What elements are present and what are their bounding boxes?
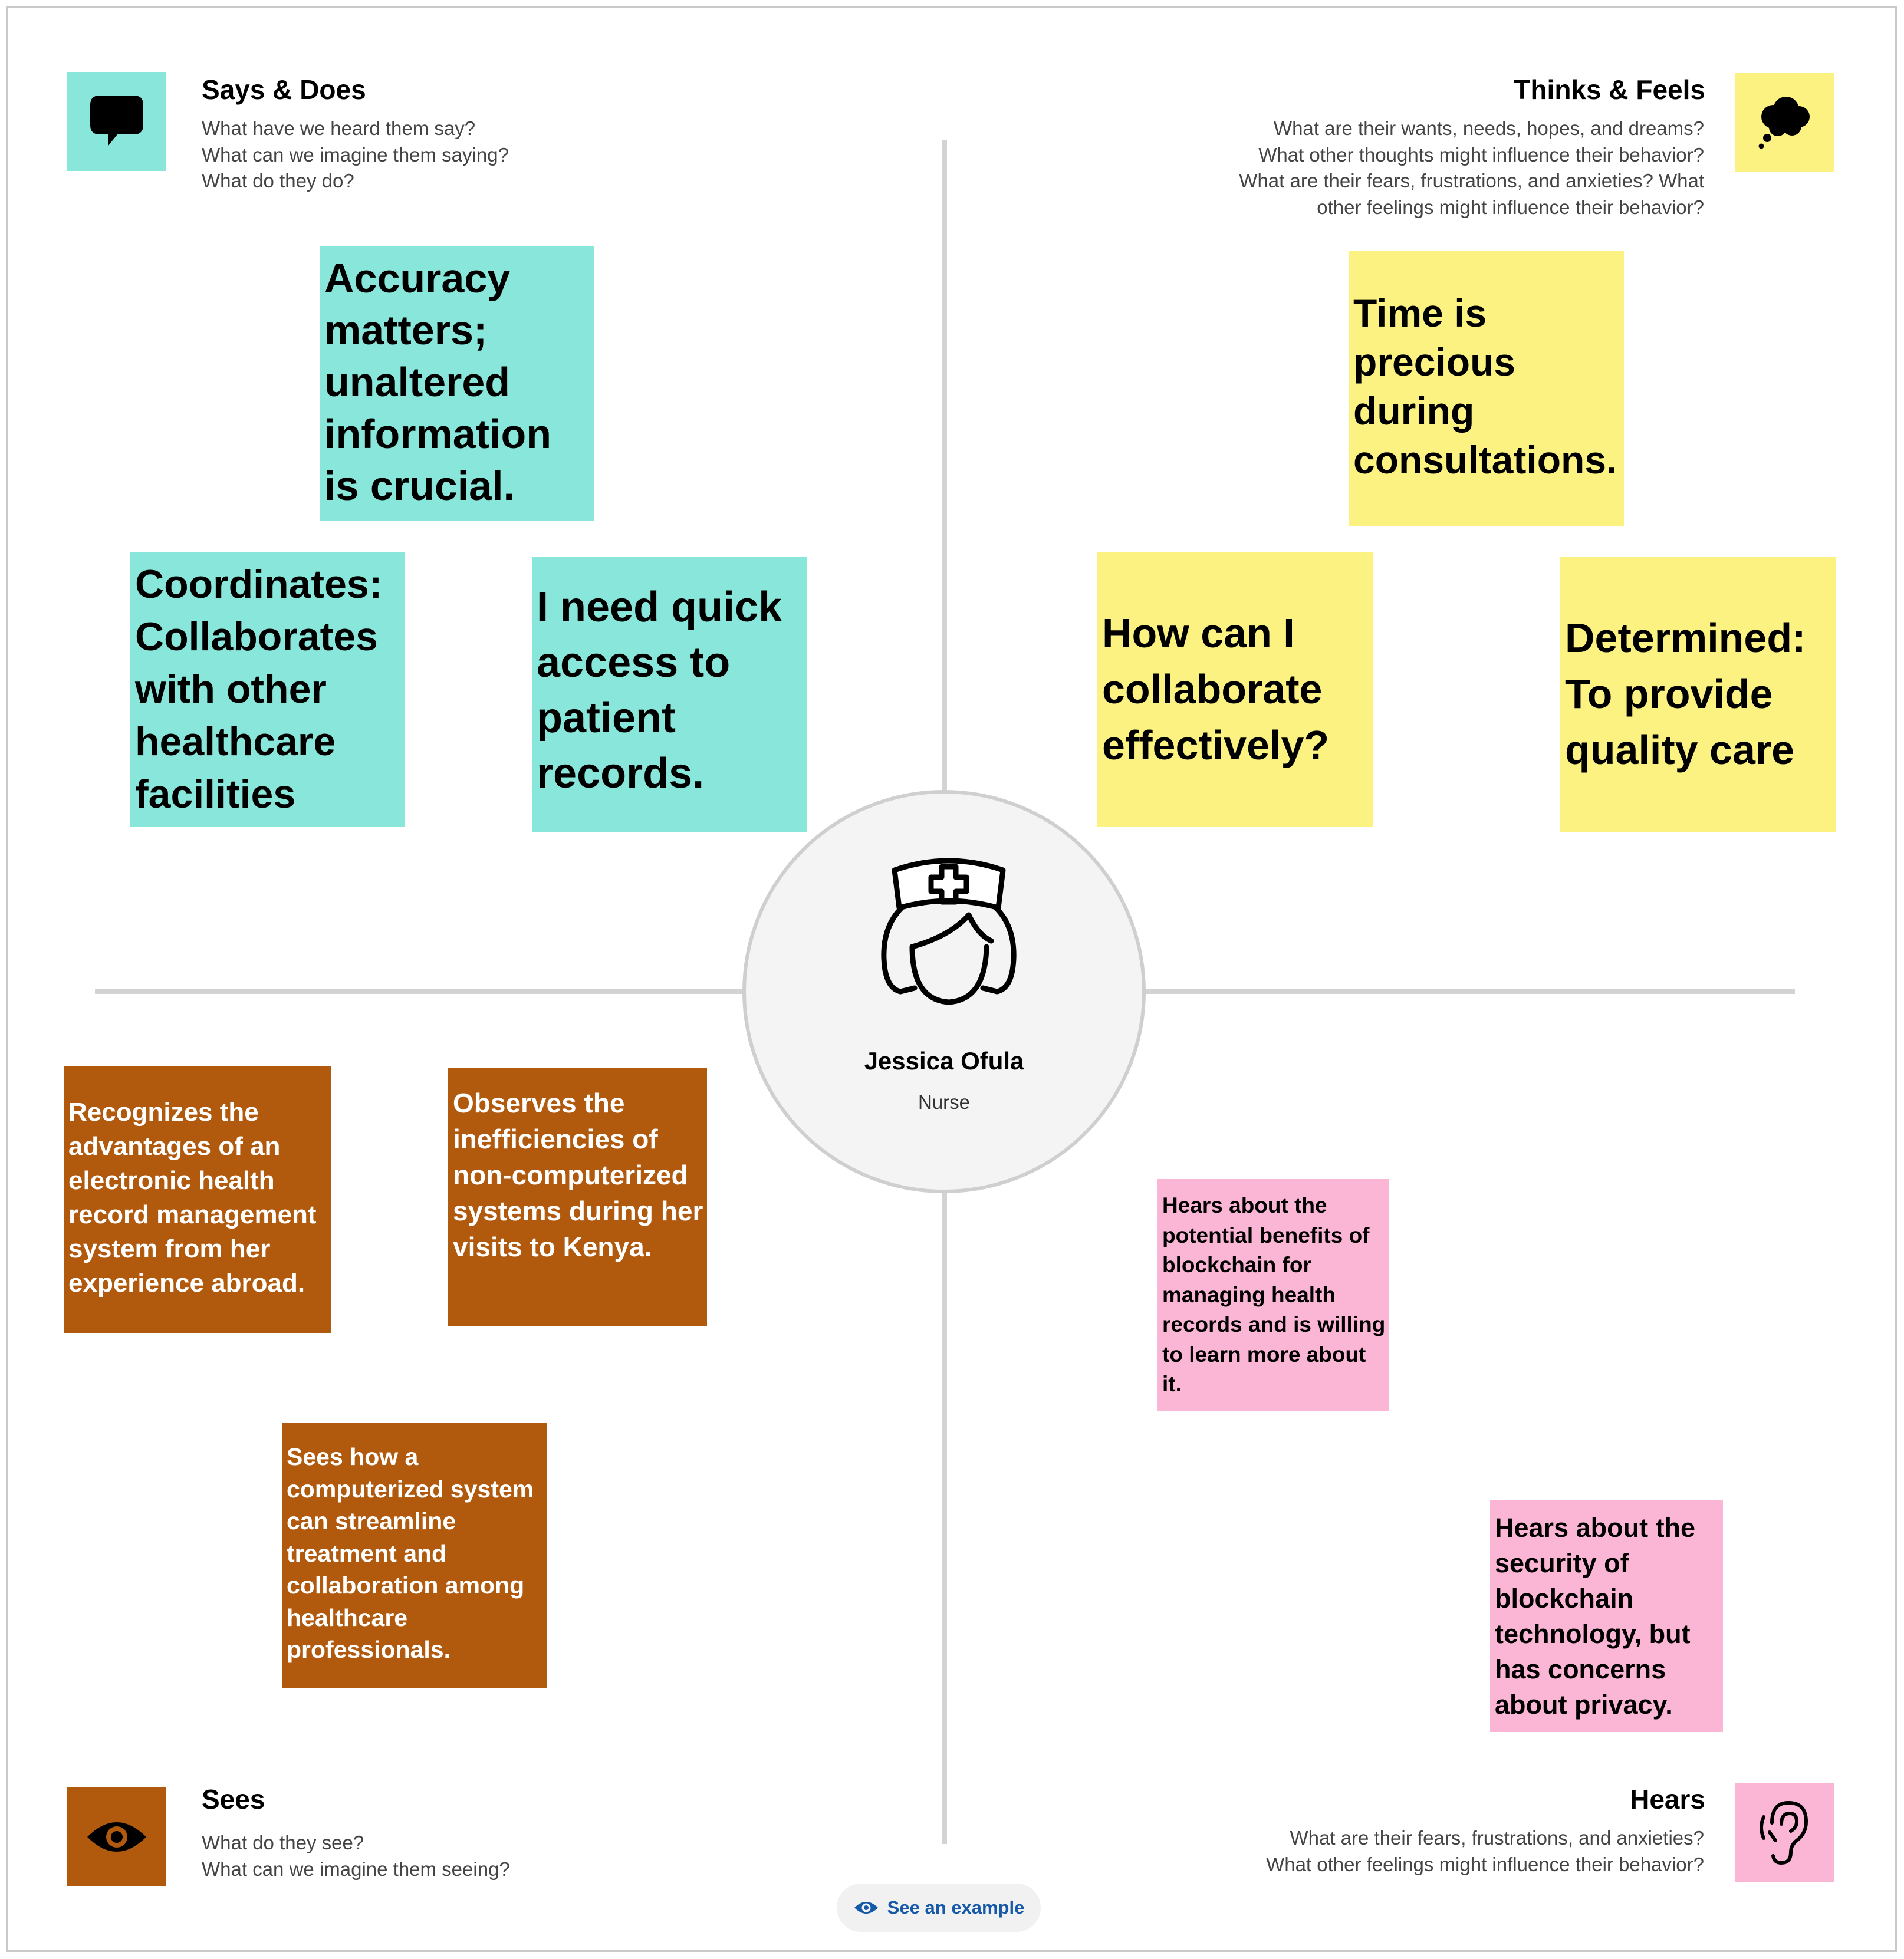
sticky-note[interactable]: Sees how a computerized system can strea… (282, 1423, 547, 1688)
thinks-feels-question: What other thoughts might influence thei… (1258, 143, 1704, 166)
says-does-question: What can we imagine them saying? (202, 143, 509, 166)
sticky-note[interactable]: Recognizes the advantages of an electron… (64, 1066, 331, 1333)
sticky-note[interactable]: Determined: To provide quality care (1560, 557, 1836, 832)
sticky-note[interactable]: Hears about the potential benefits of bl… (1157, 1179, 1389, 1411)
thinks-feels-questions: What are their wants, needs, hopes, and … (1239, 116, 1704, 220)
hears-question: What are their fears, frustrations, and … (1290, 1827, 1704, 1849)
nurse-icon (881, 858, 1017, 1005)
hears-icon-box (1735, 1783, 1834, 1882)
horizontal-divider-left (95, 989, 744, 994)
sees-questions: What do they see? What can we imagine th… (202, 1830, 510, 1882)
says-does-question: What do they do? (202, 170, 354, 192)
sees-title: Sees (202, 1784, 265, 1815)
eye-icon (87, 1822, 146, 1852)
ear-icon (1760, 1800, 1808, 1865)
horizontal-divider-right (1145, 989, 1795, 994)
thinks-feels-title: Thinks & Feels (1514, 74, 1705, 105)
canvas-frame (6, 6, 1897, 1952)
thinks-feels-question: other feelings might influence their beh… (1317, 196, 1704, 218)
eye-icon (854, 1902, 878, 1914)
says-does-question: What have we heard them say? (202, 117, 476, 139)
thinks-feels-question: What are their fears, frustrations, and … (1239, 170, 1704, 192)
vertical-divider-top (942, 140, 947, 791)
says-does-icon-box (67, 72, 166, 171)
thinks-feels-icon-box (1735, 73, 1834, 172)
sticky-note[interactable]: Time is precious during consultations. (1349, 251, 1624, 526)
persona-name: Jessica Ofula (864, 1047, 1024, 1075)
speech-bubble-icon (90, 96, 143, 146)
sticky-note[interactable]: Accuracy matters; unaltered information … (320, 246, 594, 521)
sticky-note[interactable]: How can I collaborate effectively? (1097, 552, 1373, 827)
sticky-note[interactable]: Observes the inefficiencies of non-compu… (448, 1068, 707, 1326)
says-does-title: Says & Does (202, 74, 366, 105)
vertical-divider-bottom (942, 1192, 947, 1844)
sticky-note[interactable]: Hears about the security of blockchain t… (1490, 1500, 1723, 1732)
see-example-label: See an example (887, 1897, 1025, 1918)
says-does-questions: What have we heard them say? What can we… (202, 116, 509, 195)
sees-icon-box (67, 1787, 166, 1886)
sticky-note[interactable]: I need quick access to patient records. (532, 557, 807, 832)
persona-role: Nurse (918, 1091, 971, 1113)
persona-card: Jessica Ofula Nurse (742, 790, 1146, 1193)
see-example-button[interactable]: See an example (837, 1884, 1041, 1932)
thought-cloud-icon (1758, 97, 1810, 149)
thinks-feels-question: What are their wants, needs, hopes, and … (1273, 117, 1704, 139)
hears-questions: What are their fears, frustrations, and … (1266, 1825, 1704, 1878)
sees-question: What can we imagine them seeing? (202, 1858, 510, 1880)
sticky-note[interactable]: Coordinates: Collaborates with other hea… (130, 552, 405, 827)
hears-question: What other feelings might influence thei… (1266, 1853, 1704, 1875)
hears-title: Hears (1630, 1784, 1705, 1815)
sees-question: What do they see? (202, 1832, 364, 1853)
